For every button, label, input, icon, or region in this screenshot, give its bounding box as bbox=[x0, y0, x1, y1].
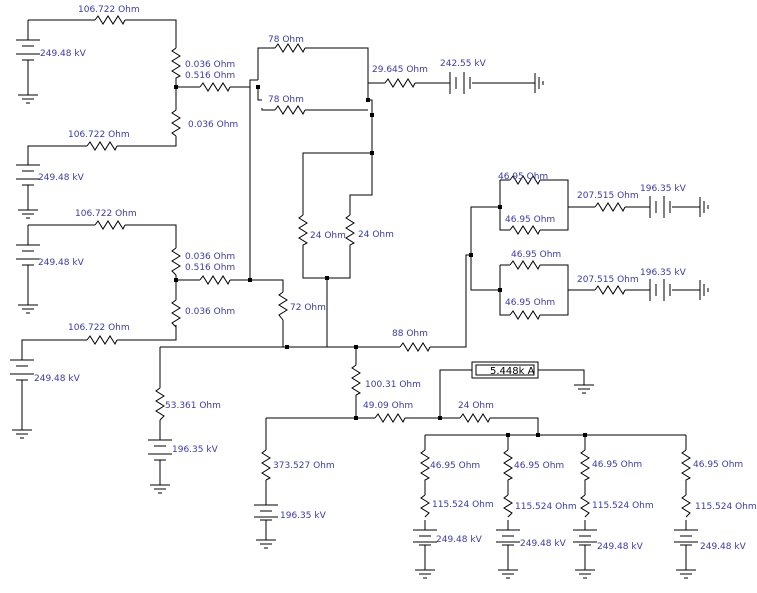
label-r-c: 0.036 Ohm bbox=[188, 120, 238, 130]
label-bat-top1: 249.48 kV bbox=[40, 49, 87, 59]
label-r-78b: 78 Ohm bbox=[268, 95, 304, 105]
label-r-d: 0.036 Ohm bbox=[185, 252, 235, 262]
label-r-24b: 24 Ohm bbox=[358, 230, 394, 240]
label-bat-mid1: 249.48 kV bbox=[38, 258, 85, 268]
label-r-e: 0.516 Ohm bbox=[185, 263, 235, 273]
label-r-72: 72 Ohm bbox=[290, 303, 326, 313]
label-r-53: 53.361 Ohm bbox=[165, 401, 221, 411]
label-bat-196d: 196.35 kV bbox=[280, 511, 327, 521]
label-bat-196a: 196.35 kV bbox=[172, 445, 219, 455]
label-bat-b4: 249.48 kV bbox=[700, 542, 747, 552]
label-r-4695c: 46.95 Ohm bbox=[511, 250, 561, 260]
label-bat-b3: 249.48 kV bbox=[597, 542, 644, 552]
label-r-b2a: 46.95 Ohm bbox=[514, 461, 564, 471]
label-r-207b: 207.515 Ohm bbox=[577, 275, 639, 285]
label-r-a: 0.036 Ohm bbox=[185, 60, 235, 70]
label-r-b2b: 115.524 Ohm bbox=[515, 502, 577, 512]
label-r-4695a: 46.95 Ohm bbox=[498, 172, 548, 182]
label-r-100: 100.31 Ohm bbox=[365, 380, 421, 390]
label-r-373: 373.527 Ohm bbox=[273, 461, 335, 471]
junction-nodes bbox=[174, 85, 587, 437]
label-r-b1a: 46.95 Ohm bbox=[430, 461, 480, 471]
component-labels: 106.722 Ohm 249.48 kV 0.036 Ohm 0.516 Oh… bbox=[34, 5, 757, 552]
label-r-mid1: 106.722 Ohm bbox=[75, 209, 137, 219]
label-bat-b1: 249.48 kV bbox=[436, 535, 483, 545]
ammeter-reading: 5.448k A bbox=[490, 366, 535, 377]
label-r-24c: 24 Ohm bbox=[458, 401, 494, 411]
label-r-mid2: 106.722 Ohm bbox=[68, 323, 130, 333]
label-r-78a: 78 Ohm bbox=[268, 35, 304, 45]
label-r-b4a: 46.95 Ohm bbox=[693, 460, 743, 470]
label-bat-top2: 249.48 kV bbox=[38, 173, 85, 183]
wires bbox=[21, 19, 700, 570]
resistors bbox=[86, 15, 692, 518]
label-bat-196b: 196.35 kV bbox=[640, 184, 687, 194]
label-r-4695b: 46.95 Ohm bbox=[505, 215, 555, 225]
label-r-24a: 24 Ohm bbox=[310, 231, 346, 241]
label-bat-196c: 196.35 kV bbox=[640, 268, 687, 278]
label-r-207a: 207.515 Ohm bbox=[577, 191, 639, 201]
label-r-b3a: 46.95 Ohm bbox=[592, 460, 642, 470]
label-r-4695d: 46.95 Ohm bbox=[505, 298, 555, 308]
label-r-49: 49.09 Ohm bbox=[363, 401, 413, 411]
label-r-29: 29.645 Ohm bbox=[372, 65, 428, 75]
label-r-b4b: 115.524 Ohm bbox=[695, 502, 757, 512]
label-r-f: 0.036 Ohm bbox=[185, 307, 235, 317]
label-r-top1: 106.722 Ohm bbox=[78, 5, 140, 15]
grounds bbox=[12, 73, 709, 579]
label-bat-242: 242.55 kV bbox=[440, 59, 487, 69]
ammeter: 5.448k A bbox=[471, 361, 539, 379]
label-bat-mid2: 249.48 kV bbox=[34, 374, 81, 384]
label-r-b3b: 115.524 Ohm bbox=[592, 501, 654, 511]
label-r-b: 0.516 Ohm bbox=[185, 71, 235, 81]
label-r-top2: 106.722 Ohm bbox=[68, 130, 130, 140]
label-r-88: 88 Ohm bbox=[392, 329, 428, 339]
batteries bbox=[10, 39, 698, 546]
label-bat-b2: 249.48 kV bbox=[520, 539, 567, 549]
label-r-b1b: 115.524 Ohm bbox=[432, 500, 494, 510]
